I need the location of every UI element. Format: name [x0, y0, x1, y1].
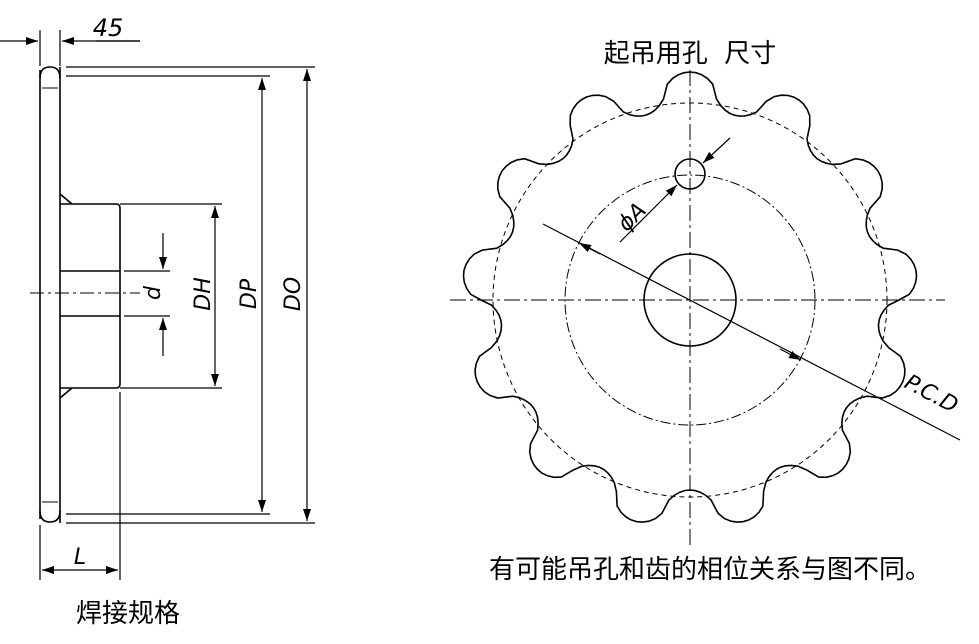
- chamfer-dim-label: 45: [93, 14, 124, 42]
- dh-dim-label: DH: [191, 277, 216, 310]
- front-view: [450, 70, 961, 545]
- pcd-arrow-right: [779, 348, 802, 361]
- dp-dim-label: DP: [237, 278, 262, 309]
- lifting-hole-title: 起吊用孔 尺寸: [604, 39, 777, 69]
- outer-reference-circle: [492, 102, 888, 498]
- sprocket-tooth-profile: [462, 71, 918, 523]
- hole-dim-line-upper: [702, 137, 731, 164]
- weld-spec-caption: 焊接规格: [76, 599, 180, 629]
- extension-lines: [39, 30, 315, 580]
- hole-diameter-label: ϕA: [613, 198, 652, 237]
- l-dim-label: L: [74, 545, 86, 570]
- bore-circle: [643, 253, 737, 347]
- lifting-hole: [674, 158, 706, 190]
- hole-dim-line-lower: [619, 184, 678, 243]
- d-dim-label: d: [141, 285, 166, 300]
- do-dim-label: DO: [281, 277, 306, 311]
- pitch-circle: [564, 174, 816, 426]
- pcd-label: P.C.D: [900, 370, 962, 419]
- sprocket-plate-outline: [39, 66, 61, 523]
- pcd-arrow-left: [578, 242, 601, 255]
- side-view: [0, 30, 315, 580]
- phase-note: 有可能吊孔和齿的相位关系与图不同。: [489, 555, 931, 585]
- hub-outline: [59, 193, 121, 399]
- pcd-dim-line: [542, 223, 961, 441]
